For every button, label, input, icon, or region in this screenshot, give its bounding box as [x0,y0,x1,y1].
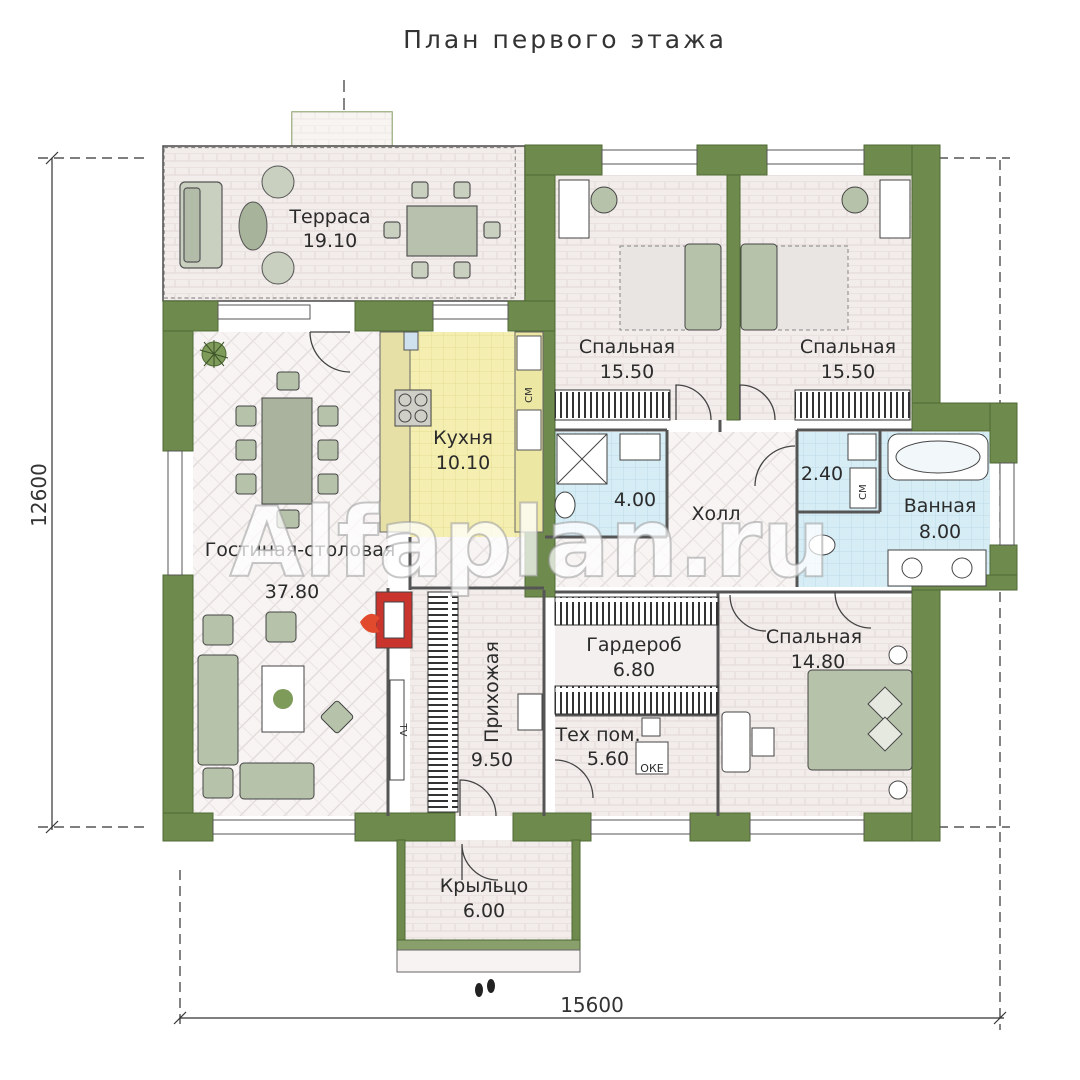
dimension-width: 15600 [560,993,624,1017]
bathroom: Ванная 8.00 [887,433,989,587]
room-area-porch: 6.00 [463,900,505,922]
tech-room: ОКЕ Тех пом. 5.60 [555,717,669,775]
pillows-icon [867,686,903,752]
room-name-tech: Тех пом. [555,724,641,746]
room-area-bedroom-3: 14.80 [791,651,845,673]
dining-table-icon [235,371,339,529]
room-name-bedroom-2: Спальная [800,336,896,358]
dining-set-icon [383,181,501,279]
laundry-room: СМ 2.40 [801,433,877,556]
hall: Холл [692,503,741,525]
plan-title: План первого этажа [403,25,727,54]
watermark: Alfaplan.ru [230,487,831,599]
desk-icon [879,179,911,239]
chair-icon [841,186,869,214]
bedroom-3: Спальная 14.80 [721,626,913,800]
room-name-hall: Холл [692,503,741,525]
boiler-icon [517,693,543,731]
room-area-dressing: 6.80 [613,659,655,681]
wardrobe-icon [554,389,671,421]
bed-icon [684,243,722,331]
armchair-icon [261,251,295,285]
room-area-bathroom: 8.00 [919,521,961,543]
living-dining: TV Гостиная-столовая 37.80 [197,340,413,800]
entrance-hall: Прихожая 9.50 [427,591,543,813]
room-name-bathroom: Ванная [904,495,977,517]
wardrobe-icon [794,389,911,421]
plant-icon [199,340,229,368]
tv-icon [389,679,405,781]
bed-icon [740,243,778,331]
room-area-living: 37.80 [265,581,319,603]
dresser-icon [751,727,775,757]
washer-label-laundry: СМ [858,484,869,500]
doors [309,331,872,881]
boiler-label: ОКЕ [640,762,663,775]
room-area-laundry: 2.40 [801,463,843,485]
room-name-living: Гостиная-столовая [205,539,396,561]
room-name-entrance: Прихожая [481,641,503,743]
room-area-terrace: 19.10 [303,230,357,252]
shower-room: 4.00 [554,433,661,519]
room-area-bedroom-1: 15.50 [600,361,654,383]
room-name-terrace: Терраса [288,206,370,228]
room-name-dressing: Гардероб [586,634,682,656]
porch: Крыльцо 6.00 [396,875,581,997]
fireplace-icon [360,591,413,649]
room-area-tech: 5.60 [587,748,629,770]
partitions [386,420,912,816]
sink-icon [887,549,987,587]
dressing-room: Гардероб 6.80 [554,596,719,715]
dimension-height: 12600 [27,463,51,527]
bedroom-1: Спальная 15.50 [554,179,722,421]
kitchen: СМ Кухня 10.10 [379,331,544,533]
chair-icon [590,186,618,214]
toilet-icon [554,491,576,519]
room-area-shower: 4.00 [614,489,656,511]
armchair-icon [261,165,295,199]
desk-icon [558,179,590,239]
sofa-icon [197,614,315,800]
sofa-icon [179,181,223,269]
bed-icon [807,669,913,771]
room-area-kitchen: 10.10 [436,452,490,474]
terrace: Терраса 19.10 [162,111,526,302]
armchair-icon [721,711,751,773]
washer-label-kitchen: СМ [524,387,535,403]
armchair-icon [265,611,297,643]
tv-label: TV [397,723,408,737]
pouf-icon [320,700,354,734]
windows [167,149,1015,835]
bedroom-2: Спальная 15.50 [740,179,911,421]
room-area-bedroom-2: 15.50 [821,361,875,383]
room-name-porch: Крыльцо [440,875,528,897]
room-name-bedroom-3: Спальная [766,626,862,648]
room-area-entrance: 9.50 [471,749,513,771]
toilet-icon [808,534,836,556]
room-name-kitchen: Кухня [433,427,493,449]
room-name-bedroom-1: Спальная [579,336,675,358]
sink-icon [619,433,661,461]
coffee-table-icon [238,201,268,251]
footprints-icon [475,979,495,997]
